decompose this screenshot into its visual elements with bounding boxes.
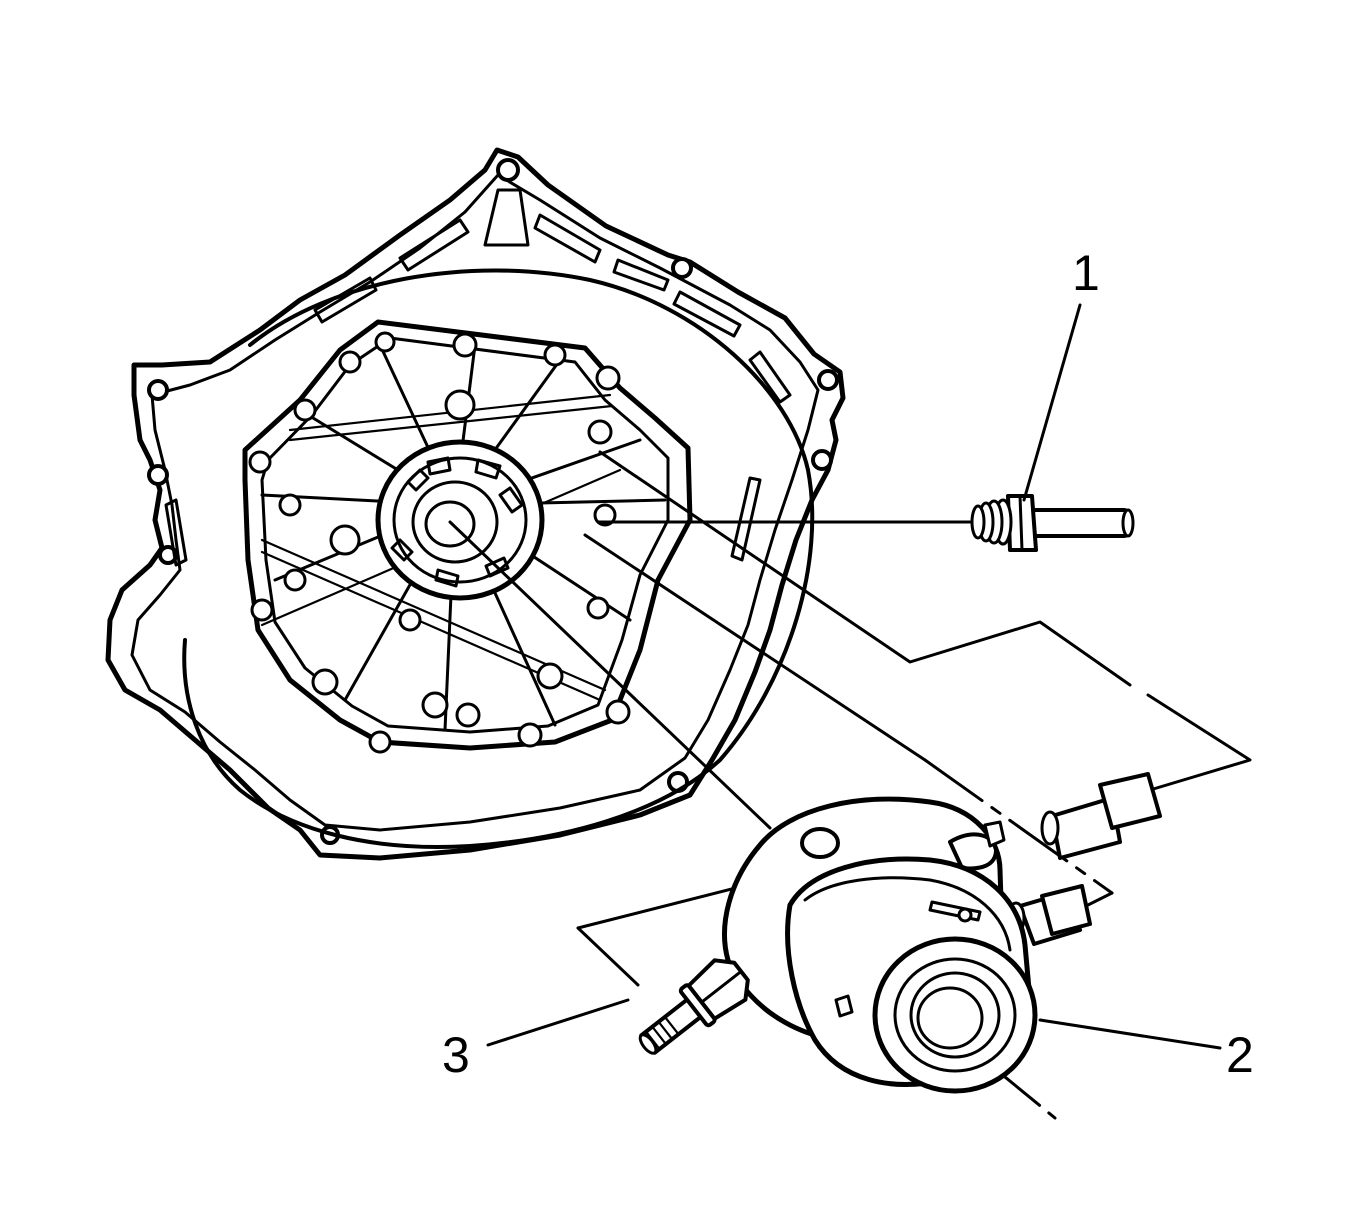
concentric-slave-cylinder — [722, 796, 1038, 1094]
leader-line-2 — [1038, 1018, 1222, 1050]
callout-labels: 1 2 3 — [442, 245, 1254, 1083]
mounting-bolt — [638, 958, 750, 1055]
input-shaft-seal — [375, 439, 545, 601]
callout-label-3: 3 — [442, 1027, 470, 1083]
hydraulic-fitting-upper — [1040, 772, 1162, 860]
bleeder-screw — [970, 494, 1135, 552]
bleeder-threads — [970, 498, 1013, 546]
flange-bolt-holes — [147, 158, 839, 845]
leader-line-1 — [1022, 303, 1082, 502]
transmission-case — [242, 319, 693, 754]
flange-ribs — [164, 188, 792, 567]
callout-label-1: 1 — [1072, 245, 1100, 301]
bell-housing-opening — [182, 268, 815, 849]
case-bolts — [248, 331, 631, 754]
callout-label-2: 2 — [1226, 1027, 1254, 1083]
bell-housing-inner-flange — [130, 173, 820, 832]
release-bearing — [872, 936, 1038, 1094]
leader-line-3 — [486, 998, 630, 1047]
callout-leaders — [486, 303, 1222, 1050]
alignment-lines — [448, 450, 1252, 1120]
